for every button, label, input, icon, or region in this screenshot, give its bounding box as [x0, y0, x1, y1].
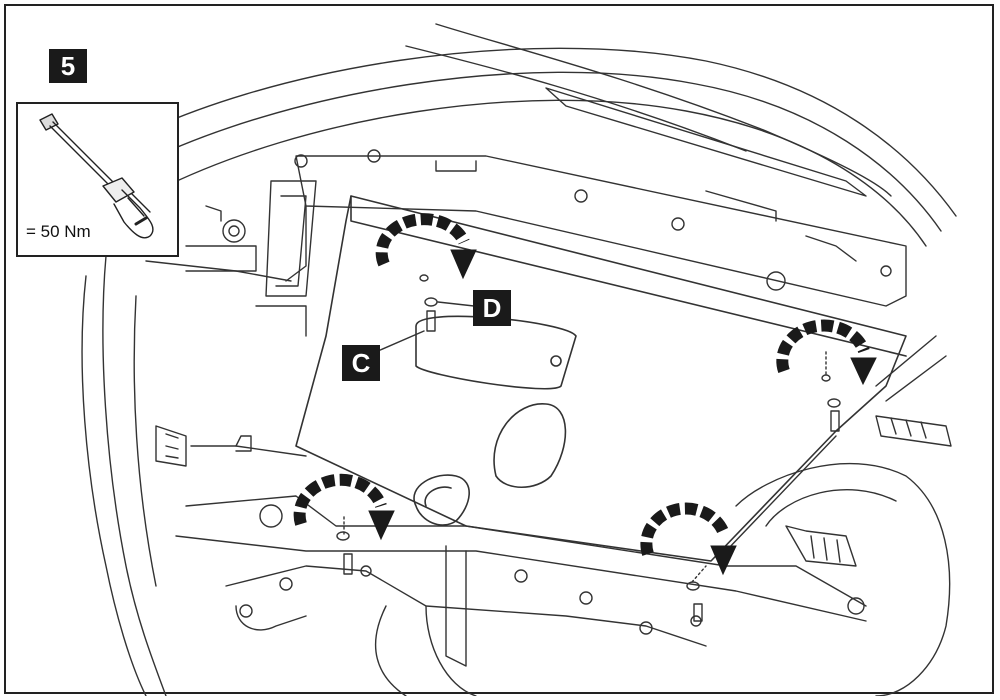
arrow-bottom-right — [640, 502, 737, 576]
bolts — [336, 274, 841, 622]
diagram-frame: 5 = 50 Nm C D — [4, 4, 994, 696]
front-bumper-outline — [81, 23, 957, 696]
arrow-bottom-left — [293, 473, 395, 541]
torque-inset: = 50 Nm — [16, 102, 179, 257]
step-number-badge: 5 — [49, 49, 87, 83]
torque-value-label: = 50 Nm — [26, 222, 91, 241]
torque-wrench-icon — [39, 113, 154, 239]
callout-c-label: C — [342, 345, 380, 381]
left-frame-rail — [145, 180, 317, 467]
right-components — [735, 335, 952, 696]
arrow-right — [776, 319, 877, 386]
upper-support — [285, 149, 907, 307]
callout-d-label: D — [473, 290, 511, 326]
skid-plate — [295, 195, 907, 562]
arrow-top-left — [375, 213, 477, 280]
removal-arrows — [293, 213, 877, 576]
subframe — [175, 495, 867, 696]
underbody-drawing — [81, 23, 957, 696]
